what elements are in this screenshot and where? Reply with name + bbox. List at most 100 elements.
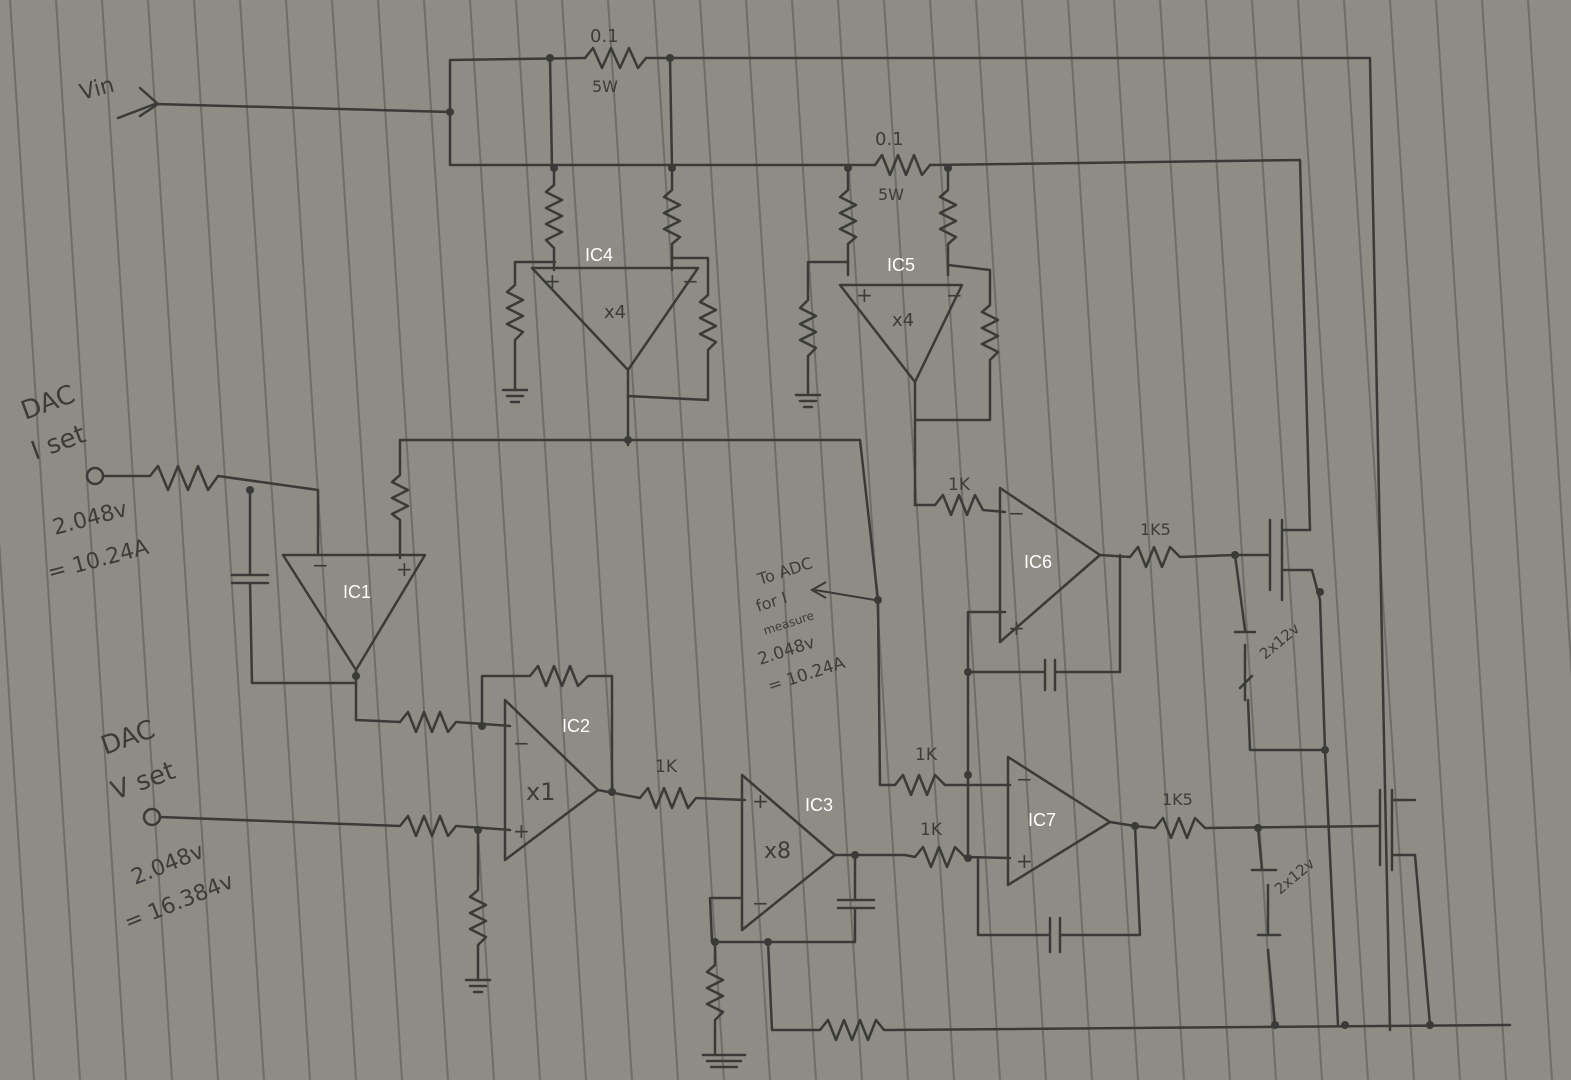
mosfet1-gate	[1233, 518, 1272, 592]
rule-line	[1297, 0, 1369, 1080]
svg-text:+: +	[396, 557, 413, 581]
zener1	[1233, 553, 1327, 752]
ic1-output	[354, 668, 402, 724]
rule-line	[9, 0, 81, 1080]
output-link	[1323, 748, 1340, 1027]
ic1-op-amp	[281, 553, 427, 672]
rule-line	[653, 0, 725, 1080]
rule-line	[1021, 0, 1093, 1080]
svg-text:−: −	[1008, 501, 1025, 525]
ic1-label: IC1	[343, 582, 371, 602]
shunt1-value: 0.1	[590, 26, 619, 47]
supply-rail-mid-right	[928, 158, 1312, 532]
gain-ic5: x4	[892, 310, 914, 331]
ic3-ground	[701, 1053, 747, 1069]
ic2-ground-r	[468, 828, 488, 982]
mosfet2-channel	[1390, 788, 1432, 1027]
shunt1-resistor	[583, 46, 648, 70]
rule-line	[975, 0, 1047, 1080]
r-1k-ic7-bottom: 1K	[920, 820, 943, 840]
ic2-op-amp	[503, 698, 600, 862]
gain-ic3: x8	[764, 839, 791, 864]
ic5-r-right	[938, 166, 958, 277]
ic4-r-left	[544, 166, 564, 272]
svg-text:+: +	[752, 789, 769, 813]
ic5-feedback-r	[913, 263, 1000, 422]
iset-wire	[101, 464, 320, 557]
svg-text:−: −	[752, 891, 769, 915]
zener2	[1250, 826, 1282, 1027]
ic5-op-amp	[838, 283, 964, 384]
adc-arrow	[809, 581, 876, 601]
r-1k5-ic6: 1K5	[1140, 520, 1171, 539]
ic6-in-r	[913, 493, 1007, 517]
svg-text:−: −	[682, 269, 699, 293]
r-1k-ic3: 1K	[655, 757, 678, 777]
ic7-op-amp	[1006, 755, 1112, 887]
circuit-wiring	[85, 46, 1512, 1069]
ic3-label: IC3	[805, 795, 833, 815]
supply-rail-mid	[448, 110, 877, 167]
svg-text:+: +	[1016, 849, 1033, 873]
ic3-op-amp	[740, 773, 837, 932]
svg-text:−: −	[513, 731, 530, 755]
shunt2-resistor	[873, 153, 932, 177]
rule-line	[1527, 0, 1571, 679]
vset-wire	[158, 814, 512, 838]
svg-text:+: +	[544, 269, 561, 293]
vin-arrow	[138, 86, 160, 118]
gain-ic2: x1	[526, 778, 555, 806]
rule-line	[561, 0, 633, 1080]
gain-ic4: x4	[604, 302, 626, 323]
ic5-ground	[794, 393, 822, 409]
rule-line	[0, 539, 35, 1080]
rule-line	[1113, 0, 1185, 1080]
ic5-ground-r	[798, 260, 850, 397]
vin-wire	[116, 102, 452, 120]
rule-line	[515, 0, 587, 1080]
ic4-r-right	[662, 166, 682, 272]
shunt1-power: 5W	[592, 77, 618, 96]
rule-line	[1389, 0, 1461, 1080]
ic5-label: IC5	[887, 255, 915, 275]
rule-line	[1481, 0, 1553, 1080]
rule-line	[285, 0, 357, 1080]
ic4-feedback-r	[626, 256, 718, 402]
svg-text:−: −	[946, 283, 963, 307]
r-1k5-ic7: 1K5	[1162, 790, 1193, 809]
ic7-label: IC7	[1028, 810, 1056, 830]
rule-line	[147, 0, 219, 1080]
opamp-pin-marks: −+ +− +− −+ +− −+ −+	[312, 269, 1033, 915]
rule-line	[1205, 0, 1277, 1080]
rule-line	[239, 0, 311, 1080]
ic2-feedback-r	[480, 664, 614, 794]
ic2-to-ic3-r	[596, 786, 747, 810]
ic7-feedback-cap	[976, 824, 1142, 954]
rule-line	[193, 0, 265, 1080]
rule-line	[377, 0, 449, 1080]
svg-text:−: −	[312, 553, 329, 577]
rule-line	[745, 0, 817, 1080]
rule-line	[331, 0, 403, 1080]
rule-line	[1067, 0, 1139, 1080]
ic1-cap	[230, 488, 358, 685]
ic5-r-left	[838, 166, 858, 277]
ic6-label: IC6	[1024, 552, 1052, 572]
ic4-ground	[501, 388, 529, 404]
ic6-feedback-cap	[966, 553, 1122, 692]
ic6-out-r	[1098, 545, 1237, 569]
ic7-isense-r	[878, 773, 1012, 797]
mosfet1-channel	[1280, 518, 1327, 752]
rule-line	[1251, 0, 1323, 1080]
rule-line	[699, 0, 771, 1080]
ic2-in-r	[398, 710, 512, 734]
ic7-vsense-r	[903, 845, 1012, 869]
ic3-ground-r	[705, 940, 725, 1057]
svg-text:−: −	[1016, 767, 1033, 791]
ic6-op-amp	[998, 486, 1102, 644]
svg-text:+: +	[513, 819, 530, 843]
rule-line	[1159, 0, 1231, 1080]
shunt2-power: 5W	[878, 185, 904, 204]
ic7-out-r	[1108, 816, 1382, 840]
